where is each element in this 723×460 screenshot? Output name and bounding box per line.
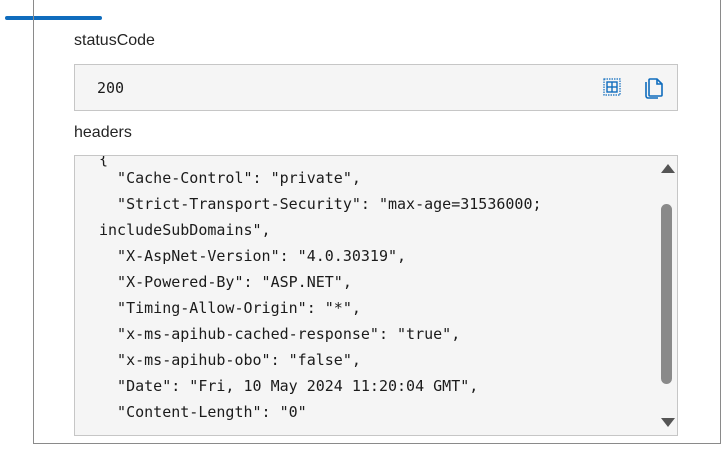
code-line: includeSubDomains", bbox=[99, 221, 271, 239]
scroll-up-arrow-icon[interactable] bbox=[661, 164, 675, 173]
code-line: "Strict-Transport-Security": "max-age=31… bbox=[99, 195, 542, 213]
vertical-scrollbar[interactable] bbox=[657, 156, 677, 435]
scroll-thumb[interactable] bbox=[661, 204, 672, 384]
top-accent-bar bbox=[5, 16, 102, 20]
grid-view-icon[interactable] bbox=[602, 77, 622, 97]
code-line: "Date": "Fri, 10 May 2024 11:20:04 GMT", bbox=[99, 377, 479, 395]
status-code-value: 200 bbox=[97, 79, 125, 97]
scroll-down-arrow-icon[interactable] bbox=[661, 418, 675, 427]
code-line: "Content-Length": "0" bbox=[99, 403, 307, 421]
copy-icon-clipped bbox=[628, 155, 644, 157]
headers-label: headers bbox=[74, 124, 132, 141]
status-code-label: statusCode bbox=[74, 32, 155, 49]
code-line: "x-ms-apihub-cached-response": "true", bbox=[99, 325, 461, 343]
code-line: "Cache-Control": "private", bbox=[99, 169, 361, 187]
status-code-field[interactable]: 200 bbox=[74, 64, 678, 111]
output-panel bbox=[33, 0, 721, 444]
code-line: "x-ms-apihub-obo": "false", bbox=[99, 351, 361, 369]
code-line: "Timing-Allow-Origin": "*", bbox=[99, 299, 361, 317]
copy-icon[interactable] bbox=[643, 75, 665, 99]
headers-field[interactable]: { "Cache-Control": "private", "Strict-Tr… bbox=[74, 155, 678, 436]
code-line: "X-Powered-By": "ASP.NET", bbox=[99, 273, 352, 291]
grid-view-icon-clipped bbox=[578, 155, 600, 157]
headers-open-brace: { bbox=[99, 155, 109, 168]
code-line: "X-AspNet-Version": "4.0.30319", bbox=[99, 247, 407, 265]
